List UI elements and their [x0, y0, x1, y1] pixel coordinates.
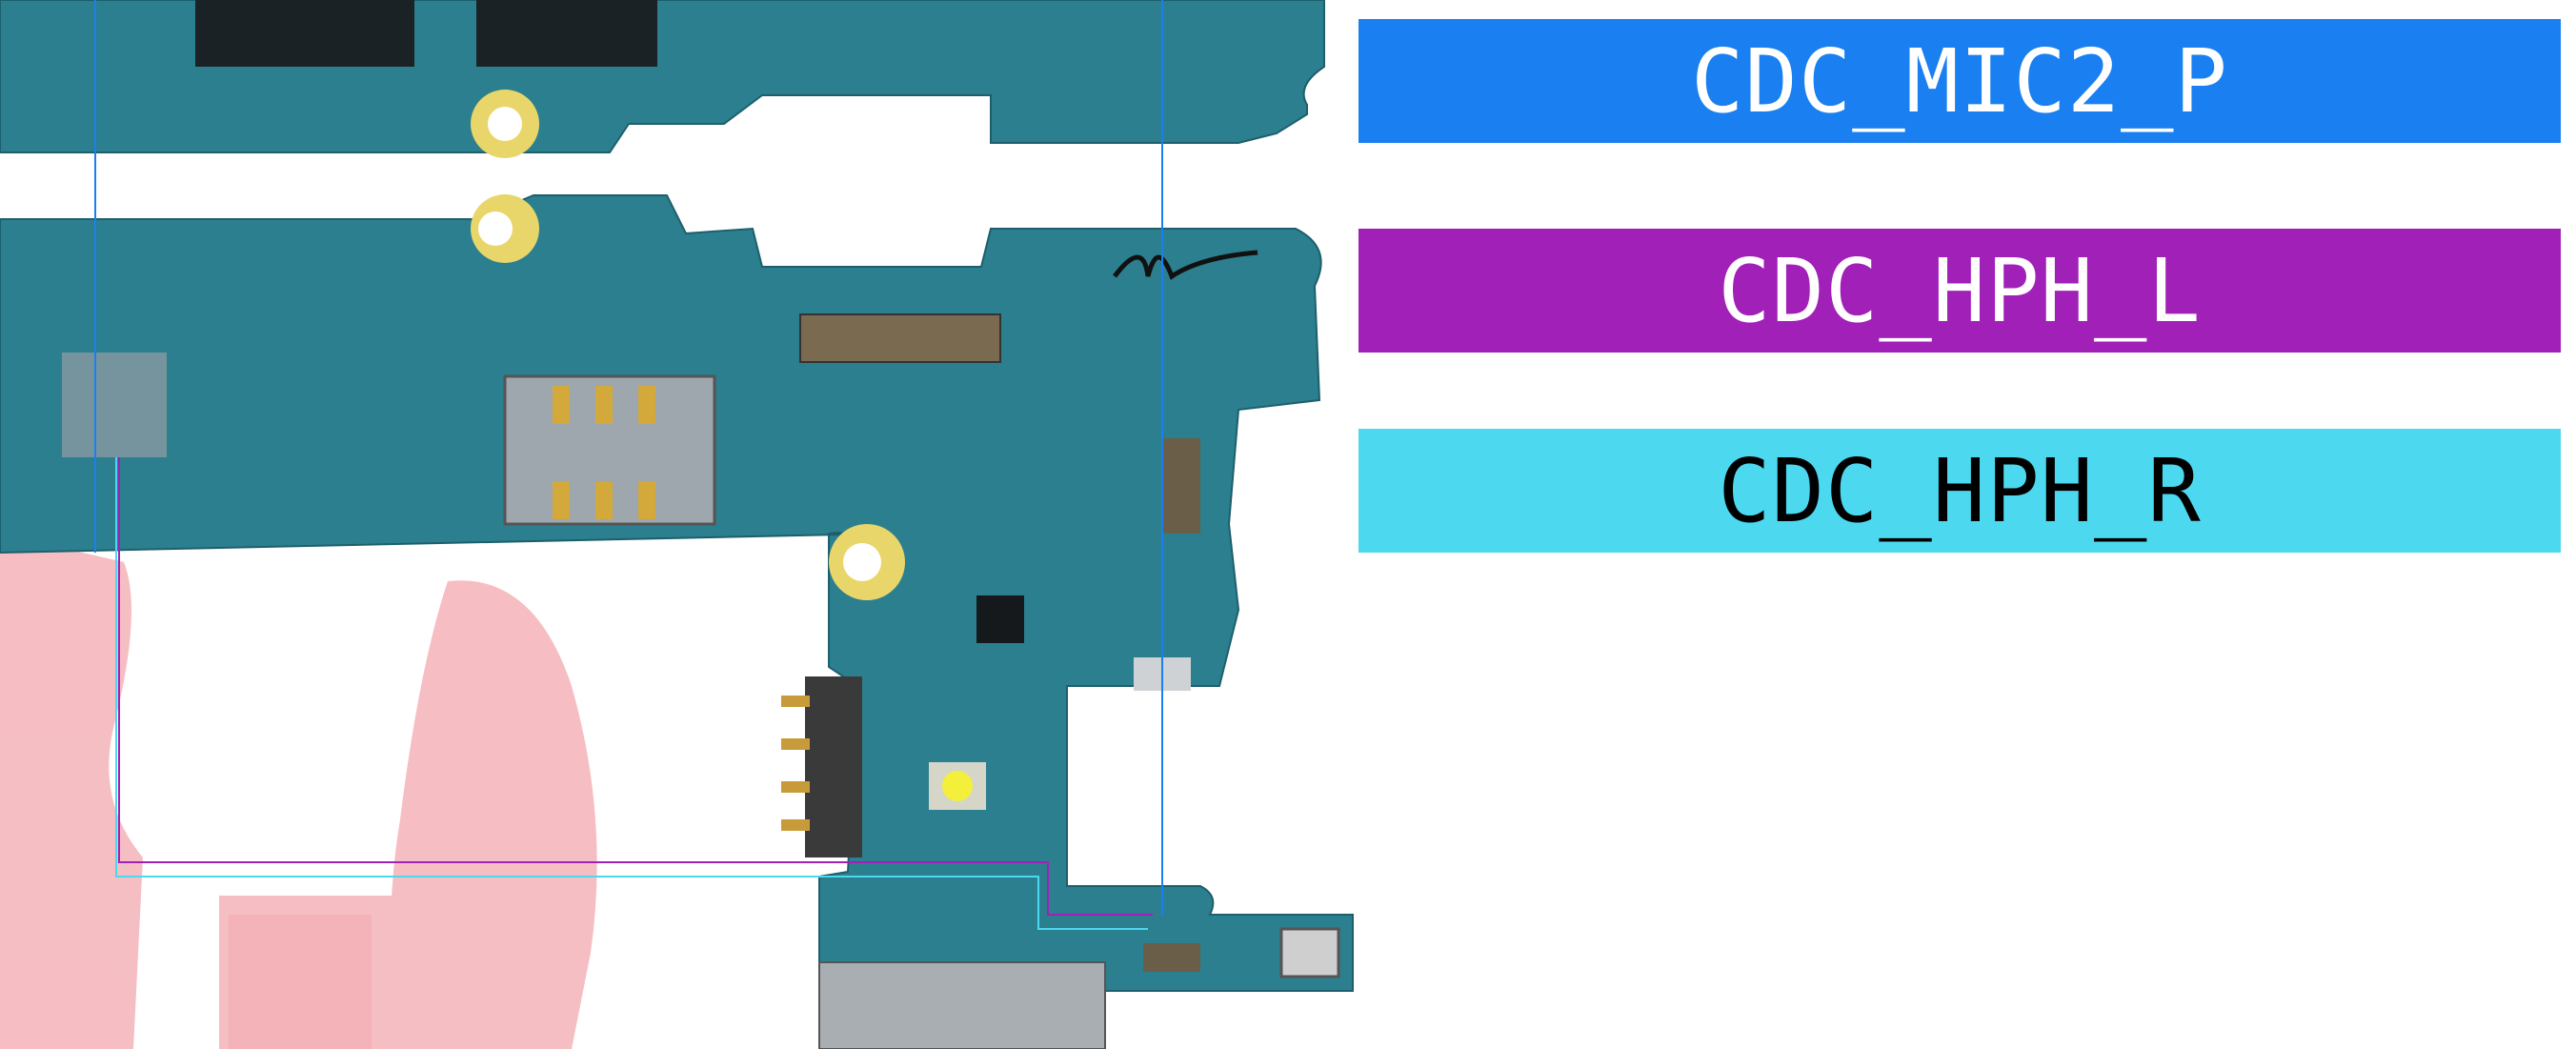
small-connector-bottom	[1143, 943, 1200, 972]
legend-cdc-mic2-p: CDC_MIC2_P	[1358, 19, 2561, 143]
watermark-logo	[0, 534, 597, 1049]
power-ic	[976, 595, 1024, 643]
legend-cdc-hph-l: CDC_HPH_L	[1358, 229, 2561, 353]
square-component	[1279, 927, 1340, 978]
board-connector	[799, 313, 1001, 363]
battery-pins	[781, 696, 810, 831]
side-connector	[1162, 438, 1200, 534]
legend-cdc-hph-r: CDC_HPH_R	[1358, 429, 2561, 553]
sim-pins	[553, 386, 655, 519]
pcb-board-diagram	[0, 0, 1354, 1049]
bga-chip	[62, 353, 167, 457]
chip-top-left	[195, 0, 414, 67]
pcb-main-section	[0, 194, 1354, 1049]
signal-traces	[94, 0, 1163, 930]
signature-mark	[1113, 250, 1258, 280]
battery-connector	[805, 676, 862, 857]
watermark-logo-cutouts	[200, 667, 372, 1049]
usb-connector	[818, 961, 1106, 1049]
chip-top-center	[476, 0, 657, 67]
